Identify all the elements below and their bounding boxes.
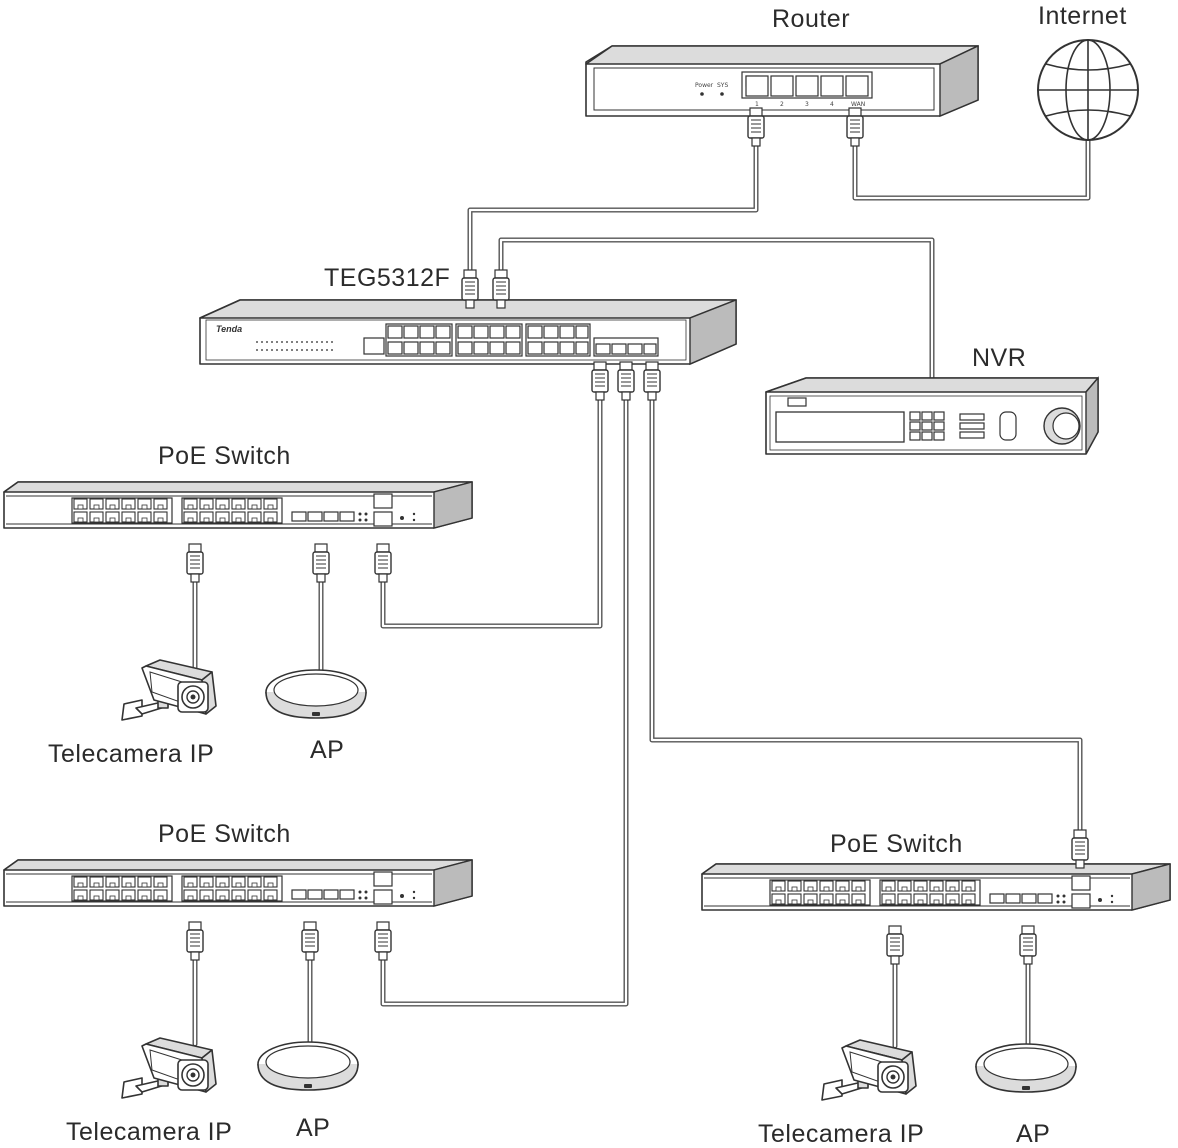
rj45-connector-icon — [617, 361, 635, 401]
rj45-connector-icon — [747, 107, 765, 147]
camera-1-label: Telecamera IP — [48, 740, 214, 768]
cable-core-to-poe-switch-2 — [380, 387, 629, 1007]
cable-core-to-poe-switch-3 — [649, 387, 1083, 839]
ap-2-label: AP — [296, 1114, 330, 1142]
ap-3-label: AP — [1016, 1120, 1050, 1148]
core-switch-led-row — [256, 341, 334, 351]
router-port-1: 1 — [755, 101, 759, 108]
access-point-icon — [265, 669, 367, 719]
poe-switch-2 — [4, 860, 472, 906]
router-port-4: 4 — [830, 101, 834, 108]
router-wan-label: WAN — [851, 101, 865, 108]
router-sys-label: SYS — [717, 82, 728, 89]
poe-switch-3 — [702, 864, 1170, 910]
core-switch-port-grid — [387, 325, 589, 355]
rj45-connector-icon — [312, 543, 330, 583]
ip-camera-icon — [821, 1039, 917, 1101]
ip-camera-icon — [121, 659, 217, 721]
router-port-2: 2 — [780, 101, 784, 108]
ap-1-label: AP — [310, 736, 344, 764]
rj45-connector-icon — [846, 107, 864, 147]
globe-icon — [1037, 39, 1139, 141]
router-device: Power SYS 1 2 3 4 WAN — [585, 44, 979, 118]
core-switch-device: Tenda — [199, 298, 737, 366]
router-power-label: Power — [695, 82, 714, 89]
rj45-connector-icon — [1071, 829, 1089, 869]
rj45-connector-icon — [186, 543, 204, 583]
poe-switch-1-label: PoE Switch — [158, 442, 291, 470]
cable-core-to-poe-switch-1 — [380, 387, 603, 629]
access-point-icon — [257, 1041, 359, 1091]
internet-label: Internet — [1038, 2, 1127, 30]
nvr-label: NVR — [972, 344, 1026, 372]
cable-router-to-internet — [852, 137, 1091, 201]
cable-core-switch-to-nvr — [498, 237, 935, 381]
router-label: Router — [772, 5, 850, 33]
nvr-button-grid — [909, 411, 1017, 441]
core-switch-brand: Tenda — [216, 324, 242, 334]
rj45-connector-icon — [591, 361, 609, 401]
rj45-connector-icon — [886, 925, 904, 965]
rj45-connector-icon — [374, 921, 392, 961]
rj45-connector-icon — [301, 921, 319, 961]
poe-switch-1 — [4, 482, 472, 528]
access-point-icon — [975, 1043, 1077, 1093]
router-port-3: 3 — [805, 101, 809, 108]
camera-3-label: Telecamera IP — [758, 1120, 924, 1148]
poe-switch-2-label: PoE Switch — [158, 820, 291, 848]
rj45-connector-icon — [374, 543, 392, 583]
cable-router-to-core-switch — [467, 137, 759, 273]
poe-switch-3-label: PoE Switch — [830, 830, 963, 858]
nvr-device — [765, 376, 1099, 455]
rj45-connector-icon — [1019, 925, 1037, 965]
ip-camera-icon — [121, 1037, 217, 1099]
camera-2-label: Telecamera IP — [66, 1118, 232, 1146]
core-switch-label: TEG5312F — [324, 264, 450, 292]
rj45-connector-icon — [186, 921, 204, 961]
rj45-connector-icon — [643, 361, 661, 401]
